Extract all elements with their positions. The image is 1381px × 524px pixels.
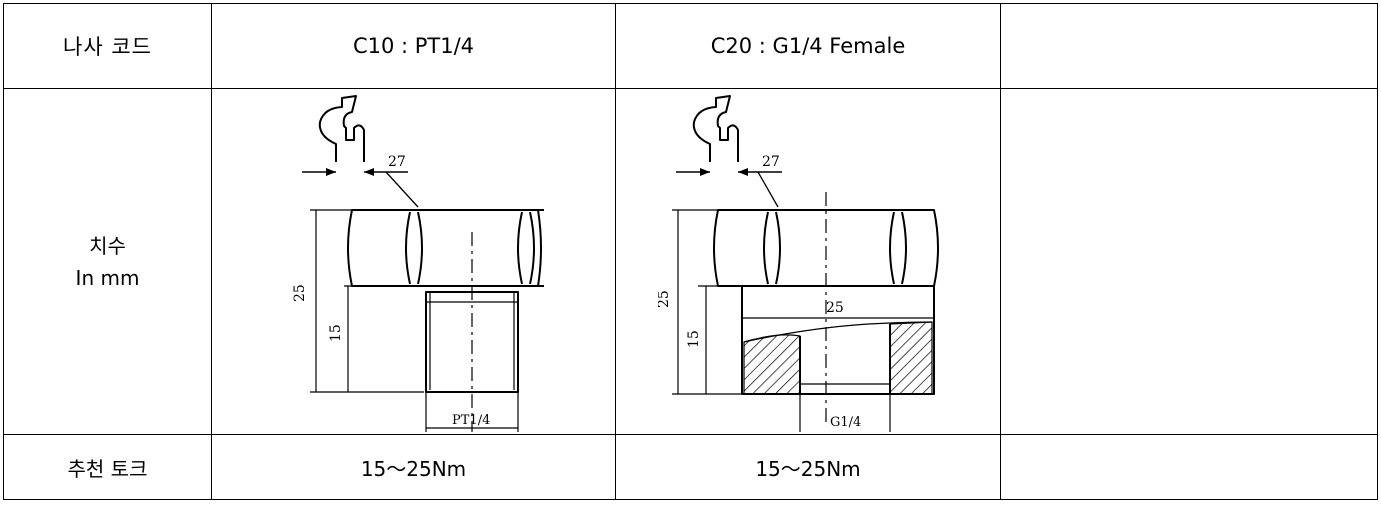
c10-thread-size: PT1/4 xyxy=(452,413,490,428)
c20-drawing-cell: 27 25 25 15 G1/4 xyxy=(615,88,1001,435)
code-c10-heading: C10 : PT1/4 xyxy=(211,3,616,89)
empty-torque-cell xyxy=(1000,434,1378,500)
c10-thread-height: 15 xyxy=(328,324,344,342)
dimension-row: 치수 In mm xyxy=(3,88,1378,435)
c20-wrench-size: 27 xyxy=(762,154,780,170)
c10-total-height: 25 xyxy=(292,284,308,302)
c10-wrench-size: 27 xyxy=(388,154,406,170)
dimension-label-cell: 치수 In mm xyxy=(3,88,212,435)
dimension-unit-label: In mm xyxy=(75,265,140,290)
c10-dimension-drawing: 27 25 15 PT1/4 xyxy=(292,94,544,432)
recommended-torque-label: 추천 토크 xyxy=(3,434,212,500)
empty-heading-cell xyxy=(1000,3,1378,89)
c10-torque-value: 15～25Nm xyxy=(211,434,616,500)
c20-bore-width: 25 xyxy=(826,300,844,316)
wrench-icon xyxy=(318,94,365,162)
c10-drawing-cell: 27 25 15 PT1/4 xyxy=(211,88,616,435)
c20-total-height: 25 xyxy=(658,290,672,308)
code-c20-heading: C20 : G1/4 Female xyxy=(615,3,1001,89)
c20-thread-height: 15 xyxy=(686,330,702,348)
empty-dimension-cell xyxy=(1000,88,1378,435)
header-row: 나사 코드 C10 : PT1/4 C20 : G1/4 Female xyxy=(3,3,1378,89)
torque-row: 추천 토크 15～25Nm 15～25Nm xyxy=(3,434,1378,500)
dimension-label: 치수 xyxy=(89,233,126,258)
c20-torque-value: 15～25Nm xyxy=(615,434,1001,500)
c20-thread-size: G1/4 xyxy=(830,415,861,430)
wrench-icon xyxy=(692,94,739,162)
c20-dimension-drawing: 27 25 25 15 G1/4 xyxy=(658,94,939,432)
thread-spec-table: 나사 코드 C10 : PT1/4 C20 : G1/4 Female 치수 I… xyxy=(3,3,1378,500)
thread-code-label: 나사 코드 xyxy=(3,3,212,89)
